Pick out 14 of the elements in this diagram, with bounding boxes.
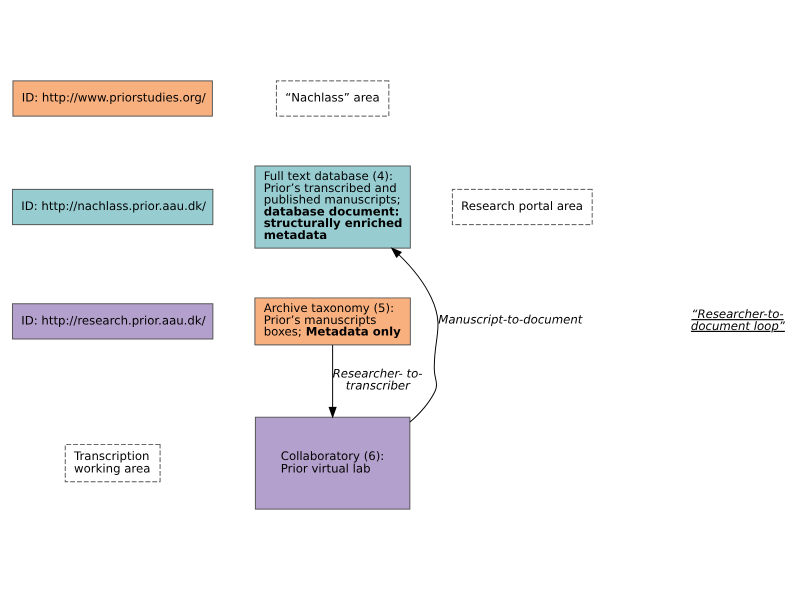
- node-box: Collaboratory (6): Prior virtual lab: [254, 416, 410, 510]
- node-box: Transcription working area: [64, 444, 161, 482]
- node-box: ID: http://research.prior.aau.dk/: [12, 303, 214, 340]
- node-box: ID: http://nachlass.prior.aau.dk/: [12, 188, 214, 226]
- node-box: Archive taxonomy (5): Prior’s manuscripts boxes; Metadata only: [254, 297, 411, 346]
- node-box: “Nachlass” area: [276, 80, 390, 117]
- node-box: ID: http://www.priorstudies.org/: [12, 80, 213, 117]
- edge-label: Manuscript-to-document: [438, 312, 582, 326]
- arrow: [390, 247, 438, 423]
- arrow: [328, 344, 337, 419]
- node-box: Full text database (4): Prior’s transcribed and published manuscripts; database document: structurally enriched metadata: [254, 165, 411, 249]
- node-box: Research portal area: [452, 188, 593, 226]
- label: “Researcher-to- document loop”: [690, 307, 785, 333]
- edge-label: Researcher- to-transcriber: [332, 366, 422, 392]
